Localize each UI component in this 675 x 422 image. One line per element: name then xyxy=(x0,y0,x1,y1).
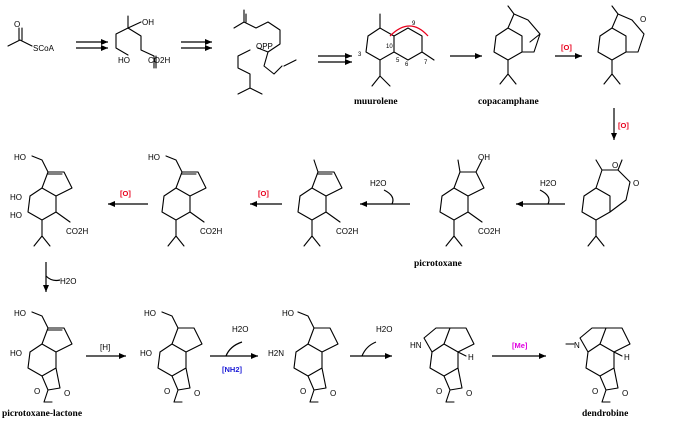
svg-text:10: 10 xyxy=(386,44,393,50)
picrotoxane-co2h: CO2H xyxy=(478,227,500,236)
arrow-picrotoxane-to-alkene: H2O xyxy=(360,179,410,207)
dendrobine-n: N xyxy=(574,341,580,350)
water-label-2: H2O xyxy=(370,179,386,188)
dendrobine-h: H xyxy=(624,353,630,362)
svg-text:9: 9 xyxy=(412,21,416,27)
picrotoxane-structure: OH CO2H picrotoxane xyxy=(414,153,500,269)
arrow-ketone-to-lactone: [O] xyxy=(611,108,629,140)
reagent-oxidation-2: [O] xyxy=(618,121,629,130)
arrow-diol-to-lactone: H2O xyxy=(43,262,76,292)
cyclization-arc xyxy=(389,25,429,37)
lactone-intermediate-structure: O O xyxy=(581,159,639,247)
svg-text:HO: HO xyxy=(282,309,294,318)
amine-structure: HO H2N O O xyxy=(268,309,339,403)
arrow-mevalonate-to-fpp xyxy=(181,39,212,51)
svg-text:O: O xyxy=(14,20,20,29)
picrotoxane-lactone-structure: HO HO O O picrotoxane-lactone xyxy=(2,309,82,419)
svg-text:O: O xyxy=(164,387,170,396)
svg-text:O: O xyxy=(300,387,306,396)
svg-text:O: O xyxy=(612,161,618,170)
svg-text:O: O xyxy=(436,387,442,396)
reagent-methylation: [Me] xyxy=(512,341,528,350)
arrow-saturated-to-amine: H2O [NH2] xyxy=(210,325,258,374)
picrotoxane-lactone-name: picrotoxane-lactone xyxy=(2,409,82,419)
svg-text:O: O xyxy=(466,389,472,398)
reagent-hydrogen: [H] xyxy=(100,343,110,352)
saturated-lactone-structure: HO HO O O xyxy=(140,309,203,403)
svg-text:O: O xyxy=(592,387,598,396)
fpp-structure: OPP xyxy=(233,9,297,95)
svg-text:6: 6 xyxy=(405,62,409,68)
copacamphane-ketone-structure: O xyxy=(597,5,646,85)
mevalonate-structure: OH HO CO2H xyxy=(115,15,170,69)
diol-structure: HO HO HO CO2H xyxy=(10,153,88,247)
arrow-alkene-to-alcohol: [O] xyxy=(250,189,282,207)
diol-ho-mid: HO xyxy=(10,193,22,202)
reagent-oxidation-4: [O] xyxy=(120,189,131,198)
svg-text:O: O xyxy=(64,389,70,398)
arrow-copacamphane-to-ketone: [O] xyxy=(555,43,582,59)
arrow-lactone-to-picrotoxane: H2O xyxy=(516,179,565,207)
acetyl-coa-structure: O SCoA xyxy=(7,20,55,53)
copacamphane-name: copacamphane xyxy=(478,97,539,107)
diol-co2h: CO2H xyxy=(66,227,88,236)
allylic-alcohol-structure: HO CO2H xyxy=(148,153,222,247)
svg-text:O: O xyxy=(194,389,200,398)
svg-text:HO: HO xyxy=(14,309,26,318)
diol-ho-top: HO xyxy=(14,153,26,162)
water-label-4: H2O xyxy=(232,325,248,334)
arrow-acetyl-to-mevalonate xyxy=(76,39,108,51)
alkene-co2h: CO2H xyxy=(336,227,358,236)
alcohol-co2h: CO2H xyxy=(200,227,222,236)
amine-h2n: H2N xyxy=(268,349,284,358)
svg-text:O: O xyxy=(633,179,639,188)
svg-text:HO: HO xyxy=(144,309,156,318)
arrow-amine-to-cyclized: H2O xyxy=(350,325,392,359)
cyclized-hn: HN xyxy=(410,341,422,350)
svg-text:5: 5 xyxy=(396,58,400,64)
arrow-alcohol-to-diol: [O] xyxy=(108,189,148,207)
alkene-intermediate-structure: CO2H xyxy=(297,159,358,247)
svg-text:O: O xyxy=(640,15,646,24)
dendrobine-structure: N H O O dendrobine xyxy=(565,327,631,419)
svg-text:O: O xyxy=(622,389,628,398)
mevalonate-oh: OH xyxy=(142,18,154,27)
mevalonate-co2h: CO2H xyxy=(148,56,170,65)
svg-text:O: O xyxy=(330,389,336,398)
svg-text:7: 7 xyxy=(424,60,428,66)
water-label-5: H2O xyxy=(376,325,392,334)
mevalonate-ho: HO xyxy=(118,56,130,65)
picrotoxane-name: picrotoxane xyxy=(414,259,462,269)
arrow-fpp-to-muurolene xyxy=(318,53,352,65)
dendrobine-name: dendrobine xyxy=(582,409,628,419)
muurolene-name: muurolene xyxy=(354,97,398,107)
svg-text:HO: HO xyxy=(140,349,152,358)
svg-text:O: O xyxy=(34,387,40,396)
water-label-3: H2O xyxy=(60,277,76,286)
cyclized-h: H xyxy=(468,353,474,362)
arrow-cyclized-to-dendrobine: [Me] xyxy=(492,341,546,359)
scoa-label: SCoA xyxy=(33,44,55,53)
reagent-amination: [NH2] xyxy=(222,365,243,374)
reagent-oxidation-3: [O] xyxy=(258,189,269,198)
water-label-1: H2O xyxy=(540,179,556,188)
muurolene-structure: 10 9 3 5 6 7 muurolene xyxy=(354,13,435,107)
cyclized-amine-structure: HN H O O xyxy=(410,327,475,403)
arrow-lactone-to-saturated: [H] xyxy=(86,343,126,359)
alcohol-ho: HO xyxy=(148,153,160,162)
diol-ho-low: HO xyxy=(10,211,22,220)
svg-text:HO: HO xyxy=(10,349,22,358)
svg-text:3: 3 xyxy=(358,52,362,58)
copacamphane-structure: copacamphane xyxy=(478,5,541,107)
picrotoxane-oh: OH xyxy=(478,153,490,162)
fpp-opp-label: OPP xyxy=(256,42,273,51)
reagent-oxidation-1: [O] xyxy=(561,43,572,52)
